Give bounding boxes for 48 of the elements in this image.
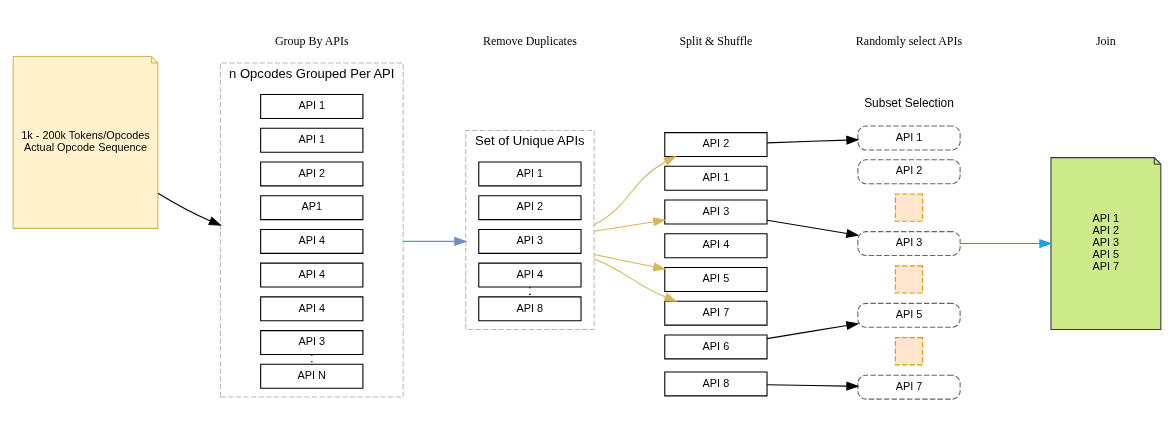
node-box: API 2 [857,159,961,185]
arrow [593,155,677,226]
connector [529,286,531,298]
node-box: API 2 [260,161,364,187]
node-box: API 2 [478,195,582,221]
node-box: API 3 [478,228,582,254]
node-cross [894,193,924,222]
node-box: API 1 [260,94,364,119]
node-cross [894,265,924,294]
node-box: API 7 [664,300,768,326]
label: Group By APIs [274,34,349,49]
label: Join [1095,34,1116,49]
arrow [593,253,667,272]
node-cross [894,337,924,366]
node-box: API 4 [478,262,582,288]
node-box: API 4 [664,233,768,259]
node-box: API 1 [857,125,961,151]
node-box: API 5 [664,266,768,292]
arrow [766,219,860,238]
node-box: API 3 [857,231,961,257]
node-box: API N [260,363,364,389]
arrow [766,135,860,145]
label: Subset Selection [864,96,954,111]
node-box: API 6 [664,334,768,360]
arrow [959,239,1053,249]
arrow [157,192,222,226]
node-box: API 2 [664,132,768,158]
node-box: API 1 [478,161,582,187]
node-box: API 4 [260,228,364,254]
node-box: API 4 [260,296,364,322]
label: Split & Shuffle [679,34,753,49]
node-box: API 3 [664,199,768,225]
arrow [593,258,678,302]
arrow [766,381,860,391]
node-box: API 3 [260,330,364,356]
arrow [402,236,468,246]
node-box: API 8 [478,296,582,322]
arrow [766,321,860,340]
node-box: AP1 [260,195,364,221]
arrow [593,217,667,232]
node-box: API 8 [664,371,768,397]
label: Remove Duplicates [482,34,577,49]
node-box: API 5 [857,302,961,328]
label: Randomly select APIs [855,34,963,49]
node-box: API 7 [857,374,961,400]
node-box: API 4 [260,262,364,288]
node-box: API 1 [260,127,364,153]
node-box: API 1 [664,165,768,191]
